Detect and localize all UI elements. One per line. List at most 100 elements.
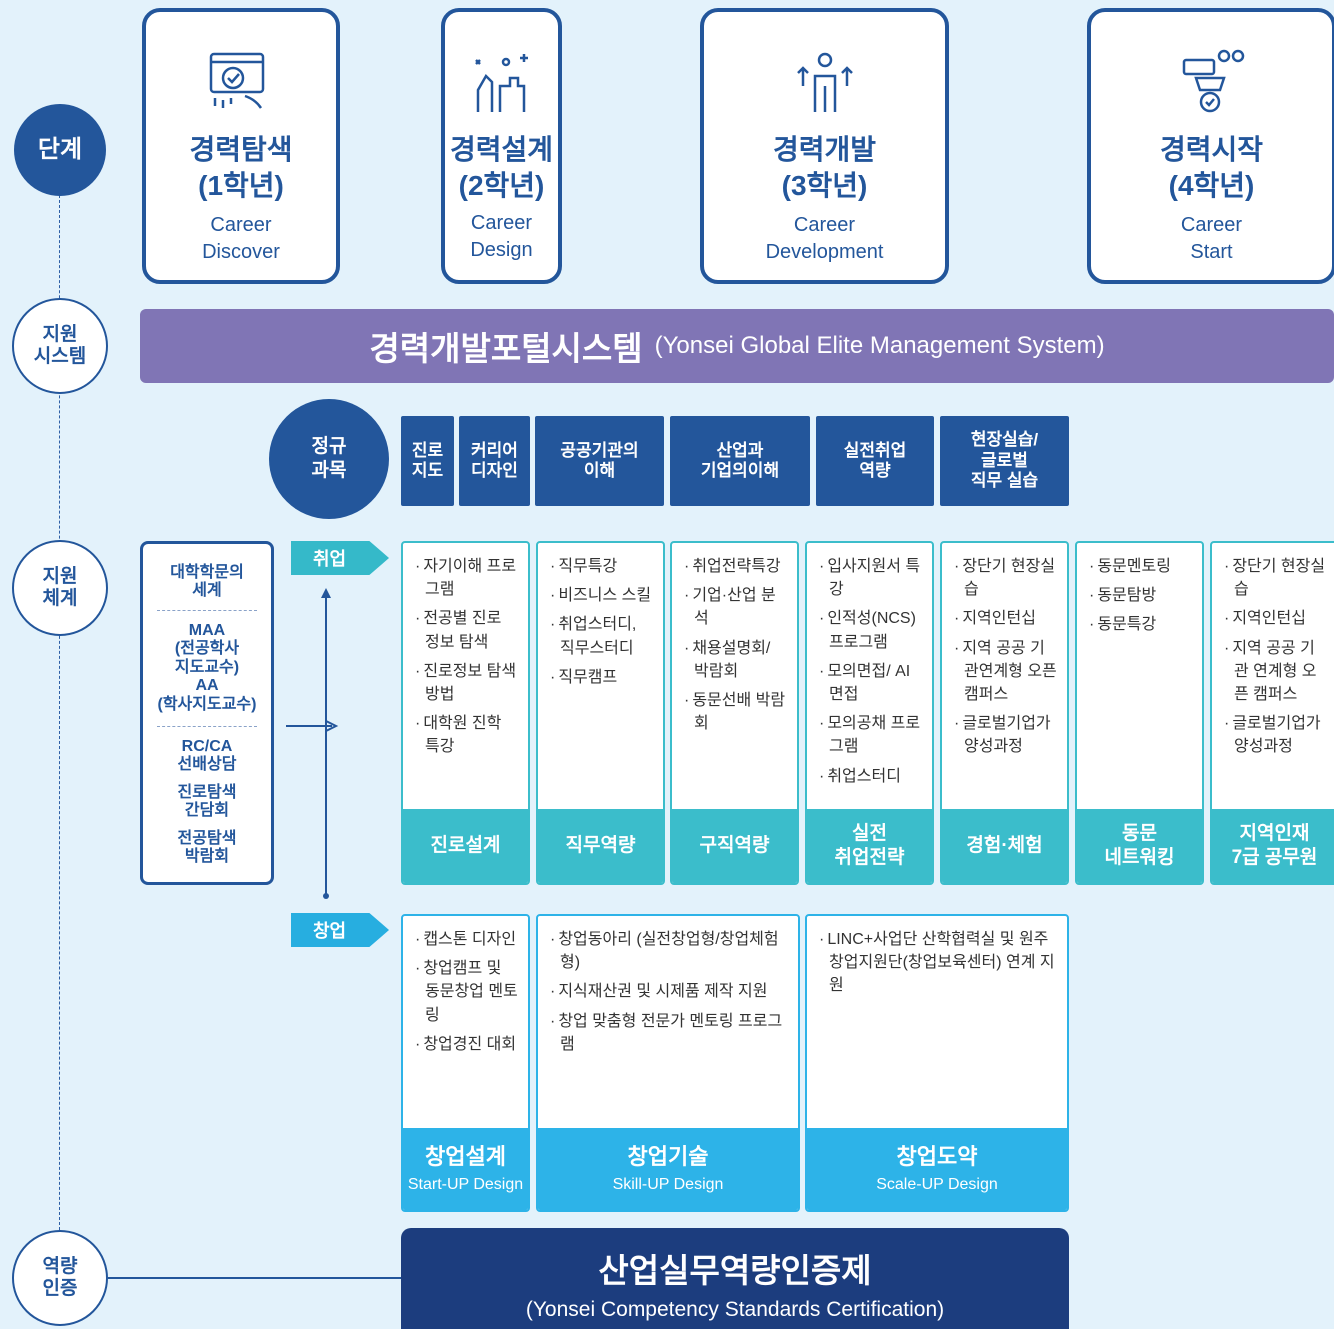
- footer-label: 구직역량: [699, 835, 770, 857]
- portal-title: 경력개발포털시스템: [369, 330, 643, 367]
- stage-sub-2: Discover: [202, 241, 280, 263]
- cert-label-1: 역량: [42, 1256, 78, 1278]
- structure-label-1: 지원: [42, 566, 78, 588]
- stage-sub-1: Career: [210, 214, 272, 236]
- footer-label: 직무역량: [565, 835, 636, 857]
- course-line: 진로: [411, 440, 444, 460]
- footer-label: 실전: [852, 823, 887, 845]
- footer-label: 경험·체험: [966, 835, 1043, 857]
- list-item: 비즈니스 스킬: [550, 584, 655, 607]
- stage-title: 경력개발: [772, 134, 877, 165]
- list-item: 취업스터디, 직무스터디: [550, 613, 655, 659]
- hands-puzzle-icon: [474, 54, 528, 112]
- stage-circle: 단계: [14, 104, 106, 196]
- card-footer: 구직역량: [672, 809, 797, 883]
- list-item: 지역 공공 기관 연계형 오픈 캠퍼스: [1224, 637, 1329, 707]
- employment-card: 장단기 현장실습지역인턴십지역 공공 기관 연계형 오픈 캠퍼스글로벌기업가 양…: [1210, 541, 1334, 885]
- timeline-dashed-line: [59, 190, 60, 1240]
- stage-sub-1: Career: [1180, 214, 1243, 236]
- cert-title: 산업실무역량인증제: [598, 1252, 872, 1289]
- list-item: 창업동아리 (실전창업형/창업체험형): [550, 928, 790, 974]
- list-item: 자기이해 프로그램: [415, 555, 520, 601]
- course-line: 기업의이해: [700, 461, 780, 480]
- employment-tag-label: 취업: [313, 549, 347, 569]
- stage-title: 경력탐색: [189, 134, 293, 165]
- list-item: 대학원 진학 특강: [415, 712, 520, 758]
- list-item: 취업스터디: [819, 765, 924, 788]
- list-item: 모의공채 프로그램: [819, 712, 924, 758]
- cert-subtitle: (Yonsei Competency Standards Certificati…: [525, 1298, 945, 1321]
- stage-label: 단계: [37, 136, 83, 164]
- course-line: 커리어: [471, 440, 518, 460]
- list-item: 지역 공공 기관연계형 오픈캠퍼스: [954, 637, 1059, 707]
- course-line: 지도: [411, 461, 444, 480]
- startup-card: LINC+사업단 산학협력실 및 원주창업지원단(창업보육센터) 연계 지원창업…: [805, 914, 1069, 1212]
- stage-year: (3학년): [781, 170, 868, 202]
- startup-tag-label: 창업: [313, 921, 347, 941]
- list-item: LINC+사업단 산학협력실 및 원주창업지원단(창업보육센터) 연계 지원: [819, 928, 1059, 998]
- cert-label-2: 인증: [42, 1278, 78, 1299]
- team-award-icon: [1182, 49, 1244, 113]
- regular-label-1: 정규: [311, 436, 347, 458]
- divider: [157, 610, 257, 611]
- flow-arrows: [286, 588, 339, 899]
- list-item: 창업 맞춤형 전문가 멘토링 프로그램: [550, 1010, 790, 1056]
- list-item: 동문특강: [1089, 613, 1194, 636]
- support-text: (전공학사: [174, 640, 240, 658]
- footer-label: 취업전략: [834, 847, 905, 868]
- card-footer: 경험·체험: [942, 809, 1067, 883]
- list-item: 지역인턴십: [1224, 607, 1329, 630]
- list-item: 전공별 진로 정보 탐색: [415, 607, 520, 653]
- support-text: 선배상담: [177, 756, 237, 774]
- system-label-1: 지원: [42, 324, 78, 346]
- list-item: 채용설명회/ 박람회: [684, 637, 789, 683]
- list-item: 글로벌기업가 양성과정: [954, 712, 1059, 758]
- support-text: (학사지도교수): [157, 695, 257, 713]
- support-text: 전공탐색: [177, 830, 237, 847]
- footer-label: 진로설계: [430, 835, 501, 857]
- list-item: 동문선배 박람회: [684, 689, 789, 735]
- stage-sub-1: Career: [793, 214, 856, 236]
- list-item: 캡스톤 디자인: [415, 928, 520, 951]
- employment-tag: 취업: [291, 541, 389, 575]
- support-text: 박람회: [184, 848, 230, 866]
- employment-card: 장단기 현장실습지역인턴십지역 공공 기관연계형 오픈캠퍼스글로벌기업가 양성과…: [940, 541, 1069, 885]
- list-item: 진로정보 탐색 방법: [415, 660, 520, 706]
- support-text: RC/CA: [181, 738, 233, 755]
- stage-title: 경력시작: [1159, 134, 1264, 165]
- stage-sub-2: Development: [765, 241, 884, 263]
- startup-tag: 창업: [291, 913, 389, 947]
- course-line: 이해: [583, 461, 616, 480]
- list-item: 직무캠프: [550, 666, 655, 689]
- divider: [157, 726, 257, 727]
- list-item: 장단기 현장실습: [954, 555, 1059, 601]
- footer-sublabel: Start-UP Design: [407, 1175, 524, 1193]
- footer-label: 창업기술: [627, 1144, 709, 1170]
- system-label-2: 시스템: [33, 346, 87, 367]
- list-item: 글로벌기업가 양성과정: [1224, 712, 1329, 758]
- card-footer: 진로설계: [403, 809, 528, 883]
- list-item: 기업·산업 분석: [684, 584, 789, 630]
- footer-sublabel: Scale-UP Design: [876, 1175, 998, 1193]
- stage-year: (1학년): [198, 170, 284, 202]
- employment-card: 동문멘토링동문탐방동문특강동문네트워킹: [1075, 541, 1204, 885]
- list-item: 장단기 현장실습: [1224, 555, 1329, 601]
- person-growth-icon: [796, 52, 853, 112]
- list-item: 모의면접/ AI면접: [819, 660, 924, 706]
- course-line: 현장실습/: [970, 430, 1039, 450]
